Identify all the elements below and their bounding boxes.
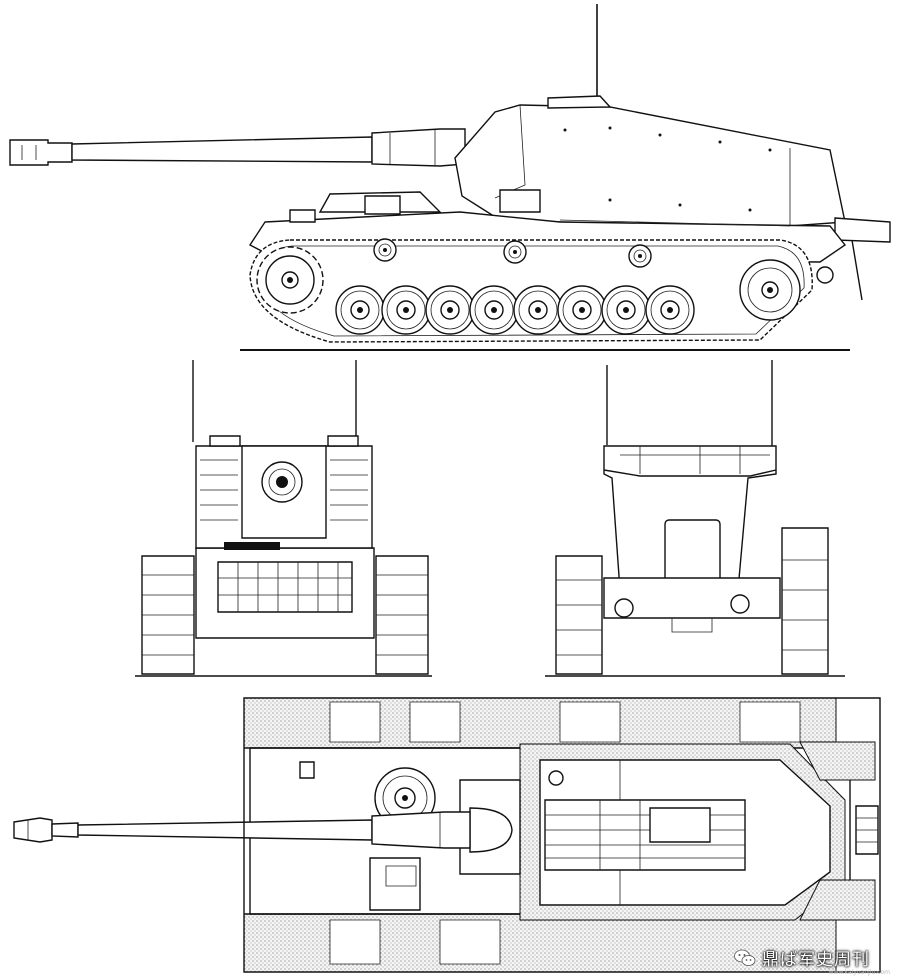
footer-url: www.kaiyuanjiu.com [828,969,890,976]
side-superstructure [455,96,890,242]
front-view [135,360,432,676]
side-sprocket [257,247,323,313]
rear-view [545,360,845,676]
wechat-icon [734,949,756,966]
watermark-text: 鼎ば军史周刊 [762,950,870,970]
top-view [14,698,880,972]
side-gun [10,129,465,166]
top-gun [14,812,470,848]
watermark: 鼎ば军史周刊 [734,945,870,970]
side-idler [740,260,800,320]
side-view [10,4,890,350]
